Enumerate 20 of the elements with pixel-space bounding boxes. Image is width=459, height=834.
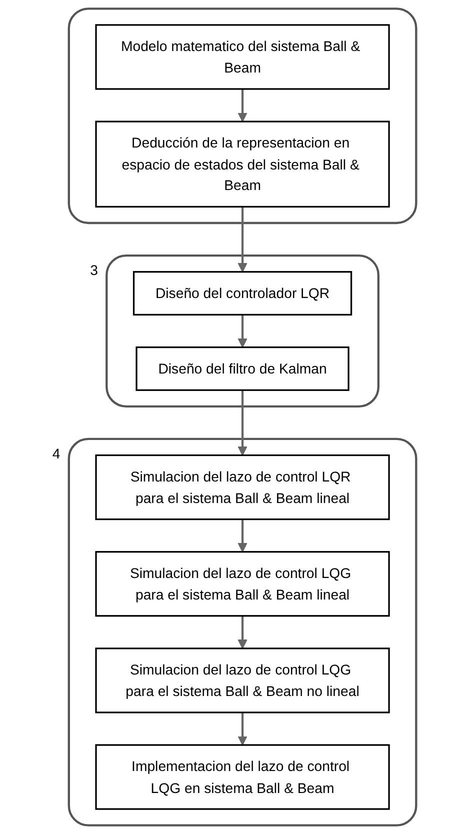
node-box: Diseño del filtro de Kalman [136, 346, 350, 391]
node-box: Simulacion del lazo de control LQR para el sistema Ball & Beam lineal [95, 454, 390, 520]
arrow [238, 314, 248, 348]
node-box: Simulacion del lazo de control LQG para el sistema Ball & Beam no lineal [95, 648, 390, 714]
node-box: Implementacion del lazo de control LQG en sistema Ball & Beam [95, 744, 390, 810]
arrow [238, 206, 248, 272]
node-box: Simulacion del lazo de control LQG para el sistema Ball & Beam lineal [95, 551, 390, 617]
node-label: 4 [52, 445, 60, 462]
cluster [68, 438, 418, 826]
arrow [238, 712, 248, 746]
node-label: 3 [90, 262, 98, 278]
arrow [238, 89, 248, 122]
node-box: Deducción de la representacion en espacio de estados del sistema Ball & Beam [95, 120, 390, 208]
cluster [68, 8, 418, 224]
node-box: Diseño del controlador LQR [132, 271, 352, 316]
cluster [106, 254, 380, 408]
arrow [238, 616, 248, 649]
arrow [238, 519, 248, 552]
node-box: Modelo matematico del sistema Ball & Beam [95, 24, 390, 90]
arrow [238, 390, 248, 456]
